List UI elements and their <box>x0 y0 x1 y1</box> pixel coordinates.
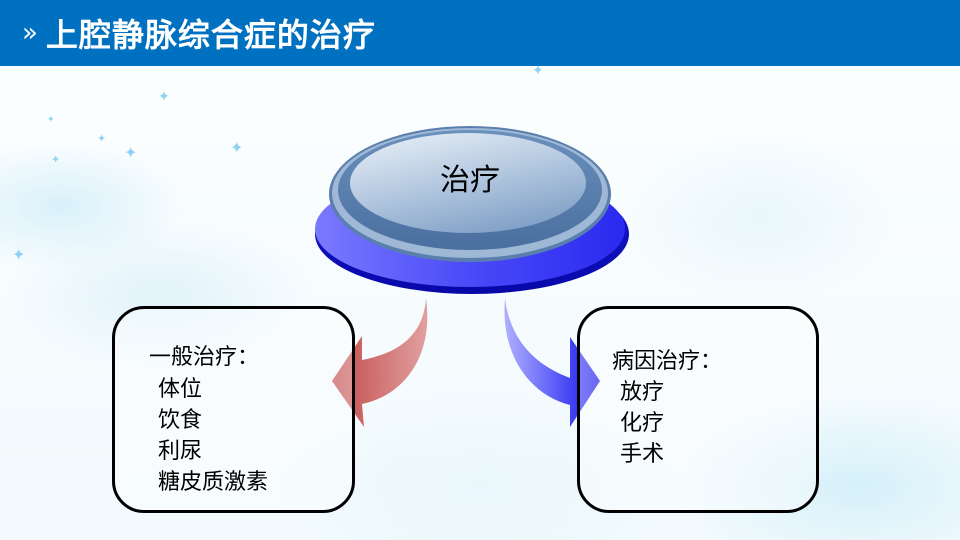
list-item: 饮食 <box>158 408 203 433</box>
right-arrow-icon <box>504 298 600 427</box>
list-item: 放疗 <box>620 380 665 405</box>
star-icon: ✦ <box>158 89 170 105</box>
list-item: 手术 <box>620 442 665 467</box>
box-heading: 病因治疗： <box>612 349 723 374</box>
etiological-treatment-box: 病因治疗： 放疗 化疗 手术 <box>577 306 819 513</box>
star-icon: ✦ <box>12 245 26 264</box>
list-item: 糖皮质激素 <box>158 470 269 495</box>
star-icon: ✦ <box>532 63 544 79</box>
general-treatment-box: 一般治疗： 体位 饮食 利尿 糖皮质激素 <box>112 306 355 513</box>
star-icon: ✦ <box>51 153 61 166</box>
slide-title: 上腔静脉综合症的治疗 <box>45 16 376 54</box>
box-heading: 一般治疗： <box>149 345 260 370</box>
star-icon: ✦ <box>97 132 107 145</box>
center-node-top <box>329 126 611 262</box>
center-node-label: 治疗 <box>440 163 500 198</box>
star-icon: ✦ <box>124 143 138 162</box>
star-icon: ✦ <box>230 138 244 157</box>
left-arrow-icon <box>332 298 428 427</box>
list-item: 利尿 <box>158 439 203 464</box>
title-bar: » 上腔静脉综合症的治疗 <box>0 0 960 66</box>
list-item: 化疗 <box>620 411 665 436</box>
list-item: 体位 <box>158 377 203 402</box>
star-icon: ✦ <box>47 115 55 125</box>
